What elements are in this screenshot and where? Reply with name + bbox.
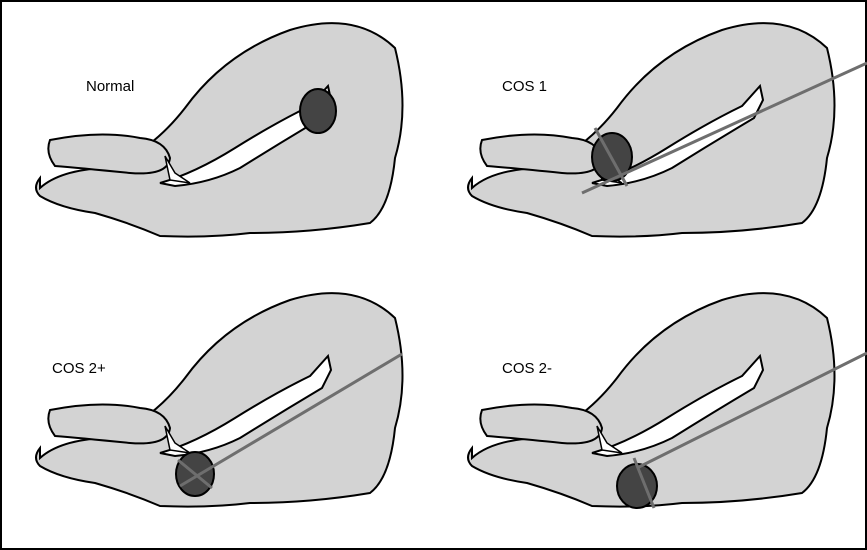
uterus-diagram-cos-2-plus — [10, 278, 440, 548]
cervix-lobe — [48, 134, 170, 173]
uterus-diagram-cos-1 — [442, 8, 867, 278]
uterus-diagram-cos-2-minus — [442, 278, 867, 548]
cervix-lobe — [480, 404, 602, 443]
panel-label-cos-2-minus: COS 2- — [502, 360, 552, 377]
uterus-diagram-normal — [10, 8, 440, 278]
organ-outline — [468, 23, 835, 236]
panel-label-cos-1: COS 1 — [502, 78, 547, 95]
marker-ellipse — [300, 89, 336, 133]
organ-outline — [36, 293, 403, 506]
panel-cos-1: COS 1 — [442, 8, 867, 278]
cervix-lobe — [480, 134, 602, 173]
panel-cos-2-minus: COS 2- — [442, 278, 867, 548]
panel-cos-2-plus: COS 2+ — [10, 278, 440, 548]
panel-label-cos-2-plus: COS 2+ — [52, 360, 106, 377]
panel-normal: Normal — [10, 8, 440, 278]
cervix-lobe — [48, 404, 170, 443]
panel-label-normal: Normal — [86, 78, 134, 95]
organ-outline — [36, 23, 403, 236]
